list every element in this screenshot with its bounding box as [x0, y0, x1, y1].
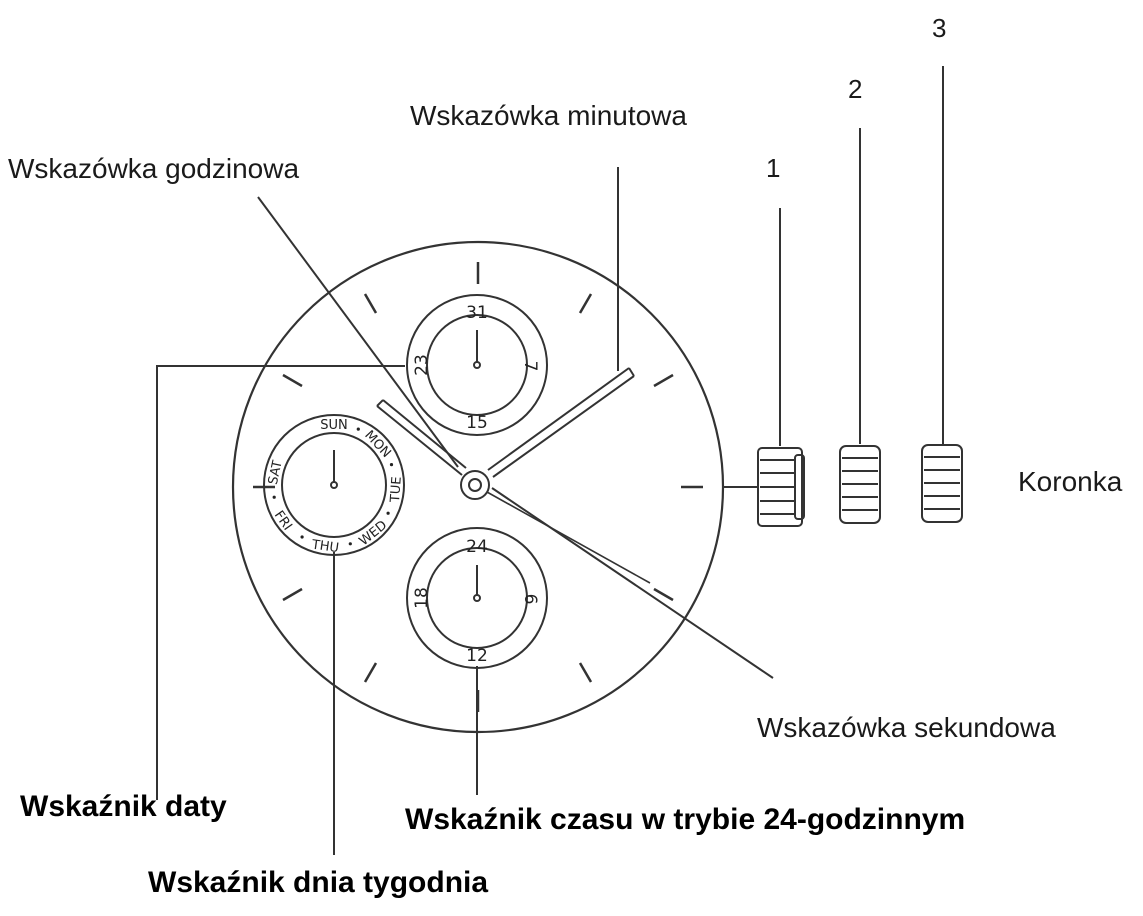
date-num-bottom: 15 — [466, 413, 488, 433]
hour24-num-top: 24 — [466, 537, 488, 557]
weekday-separator — [348, 542, 352, 546]
weekday-tue: TUE — [388, 476, 405, 504]
weekday-sun: SUN — [320, 418, 348, 433]
weekday-fri: FRI — [271, 508, 295, 533]
weekday-thu: THU — [310, 537, 340, 556]
weekday-separator — [356, 427, 360, 431]
center-pinion — [460, 470, 490, 500]
date-num-top: 31 — [466, 303, 488, 323]
date-num-right: 7 — [520, 361, 540, 372]
hour24-num-bottom: 12 — [466, 646, 488, 666]
hour-hand-label: Wskazówka godzinowa — [8, 153, 300, 184]
weekday-indicator-label: Wskaźnik dnia tygodnia — [148, 866, 489, 899]
weekday-separator — [386, 511, 390, 515]
date-subdial — [406, 294, 548, 436]
weekday-separator — [300, 535, 304, 539]
second-hand — [486, 491, 651, 584]
weekday-sat: SAT — [266, 459, 286, 486]
crown-2 — [839, 445, 881, 524]
crown-position-1: 1 — [766, 153, 781, 183]
crown-3 — [921, 444, 963, 523]
crown-label: Koronka — [1018, 466, 1123, 497]
weekday-separator — [389, 463, 394, 467]
weekday-wed: WED — [357, 518, 391, 549]
time-24h-indicator-label: Wskaźnik czasu w trybie 24-godzinnym — [405, 803, 966, 836]
minute-hand — [487, 367, 635, 478]
minute-hand-label: Wskazówka minutowa — [410, 100, 687, 131]
hour-hand — [376, 399, 467, 476]
weekday-separator — [272, 495, 276, 499]
crown-position-3: 3 — [932, 13, 947, 43]
hour-markers — [253, 262, 703, 712]
date-num-left: 23 — [412, 354, 432, 376]
leader-lines — [156, 66, 944, 855]
crown-position-2: 2 — [848, 74, 863, 104]
crown-1 — [757, 447, 805, 527]
hour24-num-right: 6 — [520, 594, 540, 605]
date-indicator-label: Wskaźnik daty — [20, 790, 227, 823]
second-hand-label: Wskazówka sekundowa — [757, 712, 1056, 743]
hour24-num-left: 18 — [412, 587, 432, 609]
